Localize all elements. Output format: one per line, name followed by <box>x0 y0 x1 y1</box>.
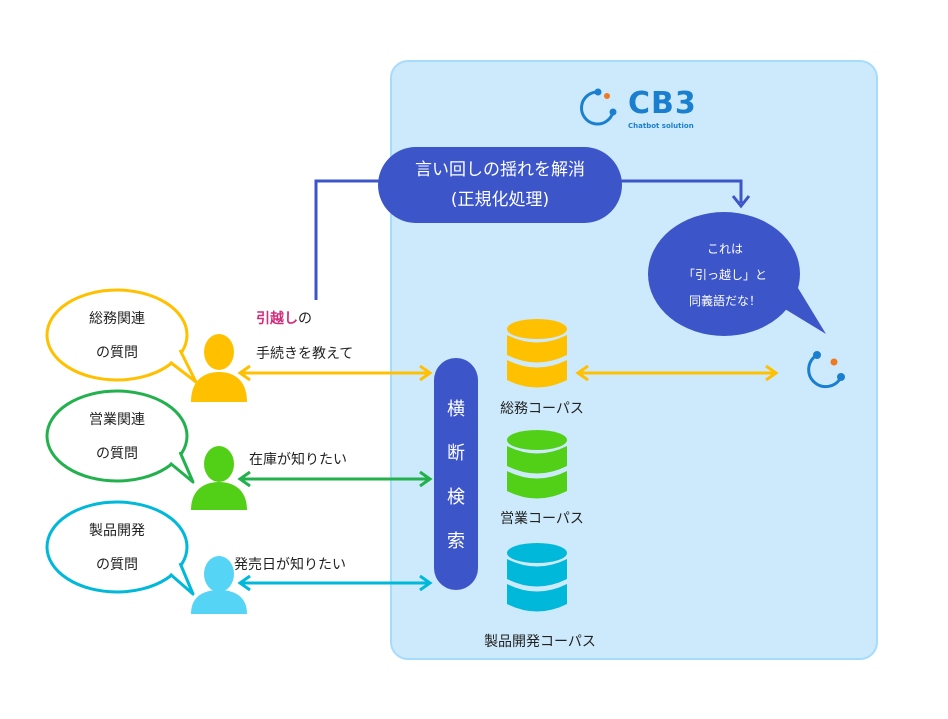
bubble-line: の質問 <box>96 557 138 573</box>
person-icon <box>191 556 247 614</box>
arrow-corpus-chatbot <box>575 364 779 382</box>
normalization-box: 言い回しの揺れを解消 (正規化処理) <box>378 147 622 223</box>
person-icon <box>191 334 247 402</box>
search-char: 検 <box>447 487 465 508</box>
bubble-text-product-dev: 製品開発 の質問 <box>57 514 177 582</box>
speech-bubble-product-dev <box>45 500 195 596</box>
database-icon <box>507 543 567 612</box>
logo-tagline: Chatbot solution <box>628 122 694 130</box>
bubble-line: 総務関連 <box>89 311 145 327</box>
corpus-label-general-affairs: 総務コーパス <box>500 401 584 417</box>
query-text: の <box>298 311 312 327</box>
normalization-title: 言い回しの揺れを解消 <box>415 160 585 180</box>
speech-bubble-sales <box>45 389 195 484</box>
normalization-connector-left <box>314 179 380 300</box>
bubble-line: 営業関連 <box>89 412 145 428</box>
corpus-label-sales: 営業コーパス <box>500 511 584 527</box>
query-sales: 在庫が知りたい <box>249 452 347 468</box>
cross-search-bar: 横 断 検 索 <box>434 358 478 590</box>
bubble-line: 製品開発 <box>89 523 145 539</box>
arrow-sales <box>237 470 433 488</box>
arrow-general-affairs <box>237 364 433 382</box>
query-general-affairs-line2: 手続きを教えて <box>256 346 354 362</box>
synonym-bubble-text: これは 「引っ越し」と 同義語だな！ <box>660 236 790 314</box>
normalization-subtitle: (正規化処理) <box>450 190 550 210</box>
synonym-line: これは <box>706 242 743 256</box>
person-icon <box>191 446 247 510</box>
synonym-line: 同義語だな！ <box>688 294 761 308</box>
query-general-affairs-line1: 引越しの <box>256 308 312 328</box>
synonym-speech-bubble <box>648 212 826 336</box>
search-char: 横 <box>447 399 465 420</box>
database-icon <box>507 430 567 499</box>
arrow-product-dev <box>237 574 433 592</box>
bubble-line: の質問 <box>96 446 138 462</box>
database-icon <box>507 319 567 388</box>
speech-bubble-general-affairs <box>45 288 198 384</box>
search-char: 断 <box>447 443 465 464</box>
bubble-text-sales: 営業関連 の質問 <box>57 403 177 471</box>
chatbot-icon <box>807 351 845 389</box>
synonym-line: 「引っ越し」と <box>682 268 767 282</box>
normalization-connector-right <box>620 179 743 203</box>
bubble-text-general-affairs: 総務関連 の質問 <box>57 302 177 370</box>
corpus-label-product-dev: 製品開発コーパス <box>484 634 596 650</box>
cb3-logo-icon <box>580 88 617 126</box>
bubble-line: の質問 <box>96 345 138 361</box>
logo-name: CB3 <box>628 86 697 121</box>
query-product-dev: 発売日が知りたい <box>234 557 346 573</box>
search-char: 索 <box>447 531 465 552</box>
query-highlight: 引越し <box>256 311 298 327</box>
normalization-arrowhead <box>731 195 751 209</box>
